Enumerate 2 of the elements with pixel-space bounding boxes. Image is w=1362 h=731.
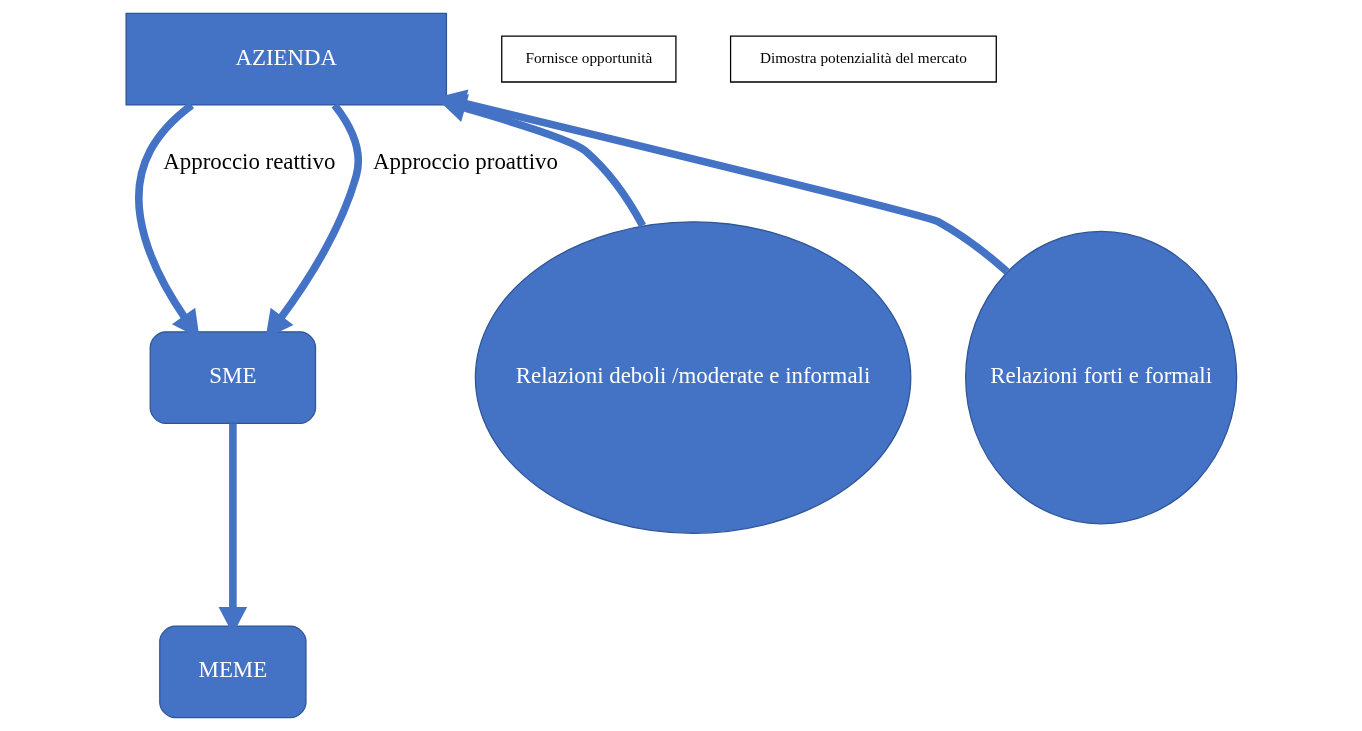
edge-label: Approccio proattivo	[372, 148, 558, 174]
edge-label: Approccio reattivo	[162, 148, 335, 174]
